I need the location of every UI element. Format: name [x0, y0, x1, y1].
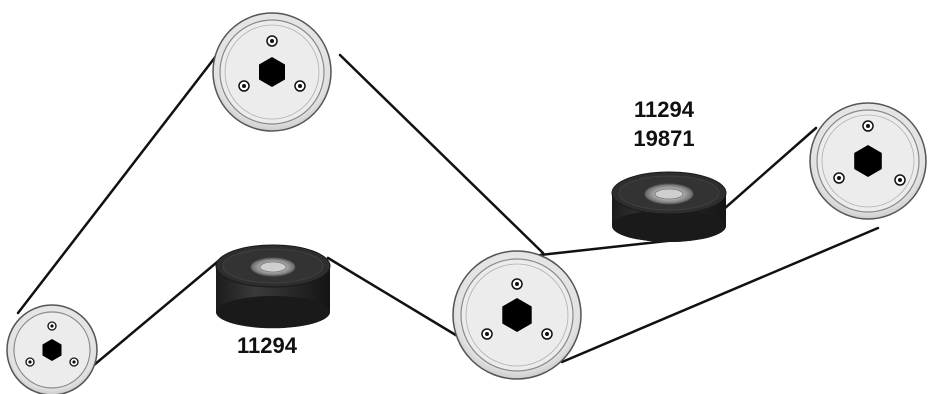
- bolt-icon: [69, 357, 79, 367]
- belt-run-bottom-right: [560, 226, 880, 364]
- hub-hex-icon: [259, 57, 285, 87]
- hub-hex-icon: [42, 339, 62, 361]
- belt-run-lower-left: [86, 256, 224, 372]
- hub-hex-icon: [502, 298, 532, 332]
- pulley-top: [212, 12, 332, 132]
- pulley-bottom-left: [6, 304, 98, 394]
- pulley-middle: [452, 250, 582, 380]
- label-upper-idler-line1: 11294: [634, 97, 695, 122]
- pulley-right: [809, 102, 927, 220]
- bolt-icon: [25, 357, 35, 367]
- bolt-icon: [47, 321, 57, 331]
- bolt-icon: [294, 80, 306, 92]
- belt-run-upper-right: [714, 126, 818, 218]
- belt-run-left: [16, 45, 225, 315]
- bolt-icon: [894, 174, 906, 186]
- idler-pulley-lower-icon: [215, 244, 331, 329]
- belt: [16, 45, 880, 372]
- bolt-icon: [481, 328, 493, 340]
- bolt-icon: [238, 80, 250, 92]
- hub-hex-icon: [854, 145, 882, 177]
- label-upper-idler-line2: 19871: [633, 126, 694, 151]
- belt-run-lower-mid: [326, 256, 466, 342]
- bolt-icon: [511, 278, 523, 290]
- bolt-icon: [833, 172, 845, 184]
- bolt-icon: [266, 35, 278, 47]
- bolt-icon: [541, 328, 553, 340]
- label-lower-idler: 11294: [237, 333, 298, 358]
- belt-run-upper-mid: [538, 238, 678, 257]
- bolt-icon: [862, 120, 874, 132]
- belt-run-top-right: [338, 53, 545, 255]
- idler-pulley-upper-icon: [611, 171, 727, 242]
